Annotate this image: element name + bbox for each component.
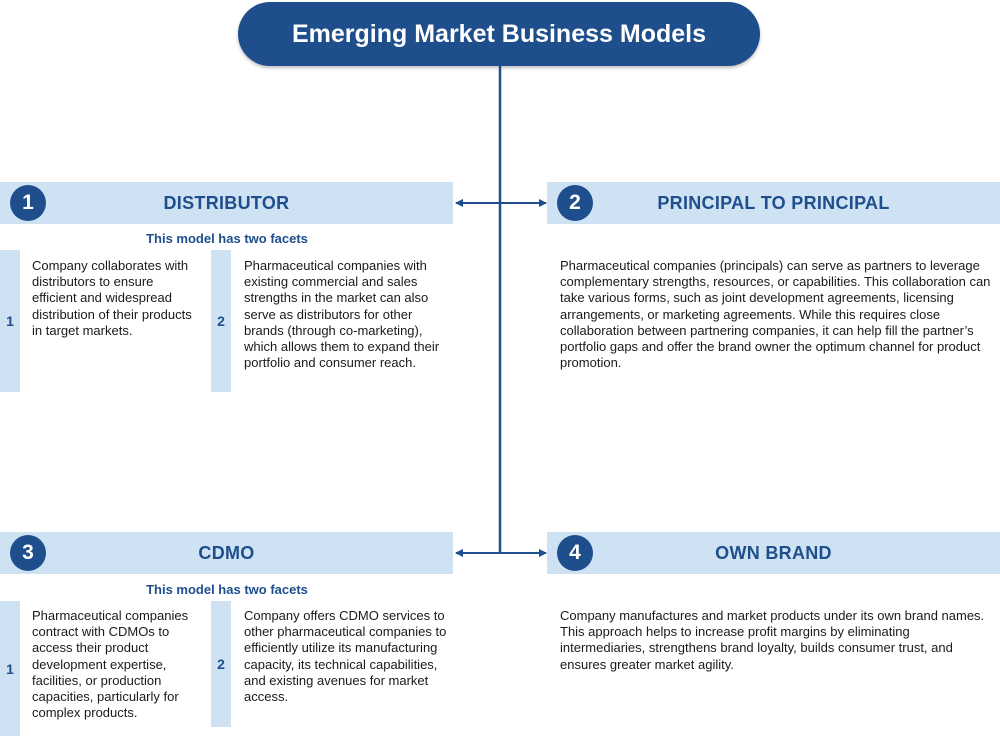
facet-number-tab: 2 — [211, 601, 231, 727]
model-title: OWN BRAND — [715, 542, 832, 563]
facet-text: Company offers CDMO services to other ph… — [244, 608, 447, 705]
model-title: PRINCIPAL TO PRINCIPAL — [657, 192, 890, 213]
facet-number-tab: 2 — [211, 250, 231, 392]
model-number-badge: 2 — [557, 185, 593, 221]
model-title: CDMO — [198, 542, 255, 563]
model-header-cdmo: 3 CDMO — [0, 532, 453, 574]
facet-text: Pharmaceutical companies with existing c… — [244, 258, 440, 371]
facet-number-tab: 1 — [0, 601, 20, 736]
model-number-badge: 3 — [10, 535, 46, 571]
model-description: Company manufactures and market products… — [560, 608, 985, 672]
facets-caption: This model has two facets — [146, 231, 308, 246]
facets-caption: This model has two facets — [146, 582, 308, 597]
model-number-badge: 4 — [557, 535, 593, 571]
model-header-principal-to-principal: 2 PRINCIPAL TO PRINCIPAL — [547, 182, 1000, 224]
model-header-distributor: 1 DISTRIBUTOR — [0, 182, 453, 224]
model-description: Pharmaceutical companies (principals) ca… — [560, 258, 991, 371]
facet-number-tab: 1 — [0, 250, 20, 392]
diagram-title: Emerging Market Business Models — [238, 2, 760, 66]
model-number-badge: 1 — [10, 185, 46, 221]
facet-text: Company collaborates with distributors t… — [32, 258, 192, 338]
facet-text: Pharmaceutical companies contract with C… — [32, 608, 189, 721]
model-title: DISTRIBUTOR — [163, 192, 290, 213]
model-header-own-brand: 4 OWN BRAND — [547, 532, 1000, 574]
